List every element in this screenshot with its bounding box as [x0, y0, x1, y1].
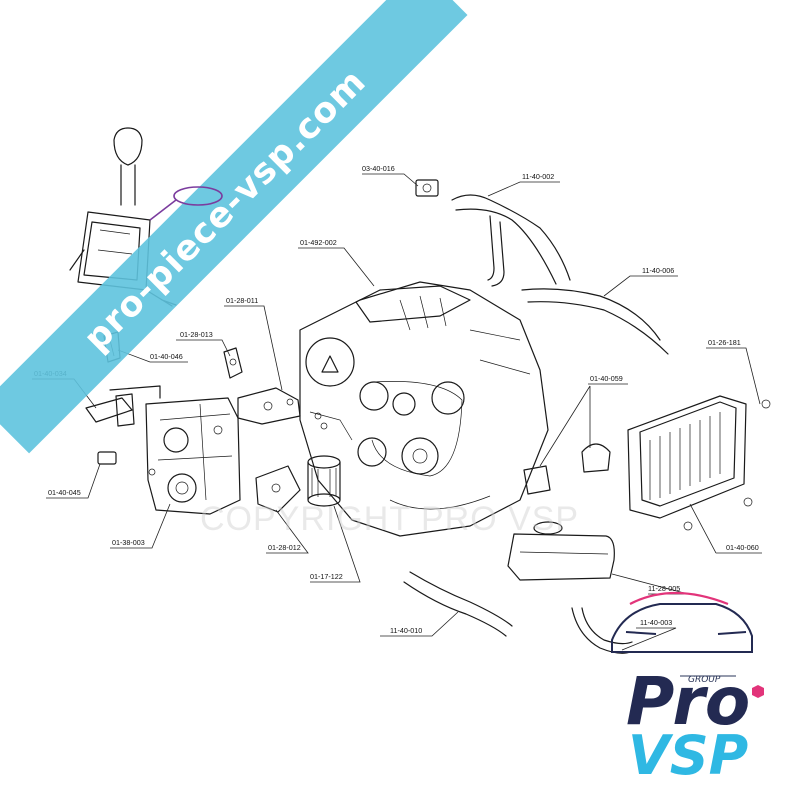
callout-label: 01-40-059 [590, 374, 623, 383]
expansion-tank-part [507, 521, 615, 581]
callout-label: 11-40-002 [522, 172, 554, 181]
engine-block-part [299, 281, 549, 537]
small-bracket-part [223, 347, 243, 379]
callout-label: 11-40-003 [640, 618, 672, 627]
car-outline-icon [611, 603, 753, 653]
copyright-watermark: COPYRIGHT PRO VSP [200, 500, 579, 538]
callout-label: 01-40-060 [726, 543, 759, 552]
callout-label: 01-28-012 [268, 543, 301, 552]
mount-bracket-part [85, 393, 135, 427]
gearbox-part [109, 385, 241, 515]
logo-brand-line2: VSP [628, 724, 748, 787]
callout-label: 03-40-016 [362, 164, 395, 173]
logo-hex-icon [752, 685, 764, 698]
engine-mount-part [523, 443, 611, 495]
callout-labels: 03-40-016 11-40-002 01-492-002 11-40-006… [34, 164, 759, 635]
highlight-arrow [149, 199, 177, 221]
callout-label: 11-28-005 [648, 584, 680, 593]
leader-lines [32, 173, 762, 651]
provsp-logo: GROUP Pro VSP [611, 591, 764, 787]
sensor-part [415, 179, 439, 197]
oil-filter-part [307, 455, 341, 507]
callout-label: 11-40-006 [642, 266, 674, 275]
callout-label: 01-40-045 [48, 488, 81, 497]
callout-label: 01-28-013 [180, 330, 213, 339]
callout-label: 01-492-002 [300, 238, 337, 247]
callout-label: 01-28-011 [226, 296, 258, 305]
hose-part [451, 194, 571, 287]
callout-label: 01-26-181 [708, 338, 741, 347]
small-hose-part [571, 607, 633, 654]
logo-group-text: GROUP [688, 675, 721, 685]
highlight-circle [173, 186, 223, 206]
engine-bracket-part [237, 387, 301, 425]
car-roof-accent-icon [629, 591, 729, 606]
lower-hose-part [403, 571, 513, 637]
logo-brand-line1: Pro [626, 663, 750, 740]
callout-label: 01-38-003 [112, 538, 145, 547]
clip-part [97, 451, 117, 465]
banner-background [0, 0, 468, 454]
radiator-part [627, 395, 771, 531]
website-banner: pro-piece-vsp.com [0, 0, 468, 454]
callout-label: 11-40-010 [390, 626, 422, 635]
callout-label: 01-40-046 [150, 352, 183, 361]
radiator-hose-part [521, 288, 669, 355]
support-plate-part [255, 465, 301, 513]
callout-label: 01-17-122 [310, 572, 343, 581]
headlights-icon [625, 631, 747, 635]
